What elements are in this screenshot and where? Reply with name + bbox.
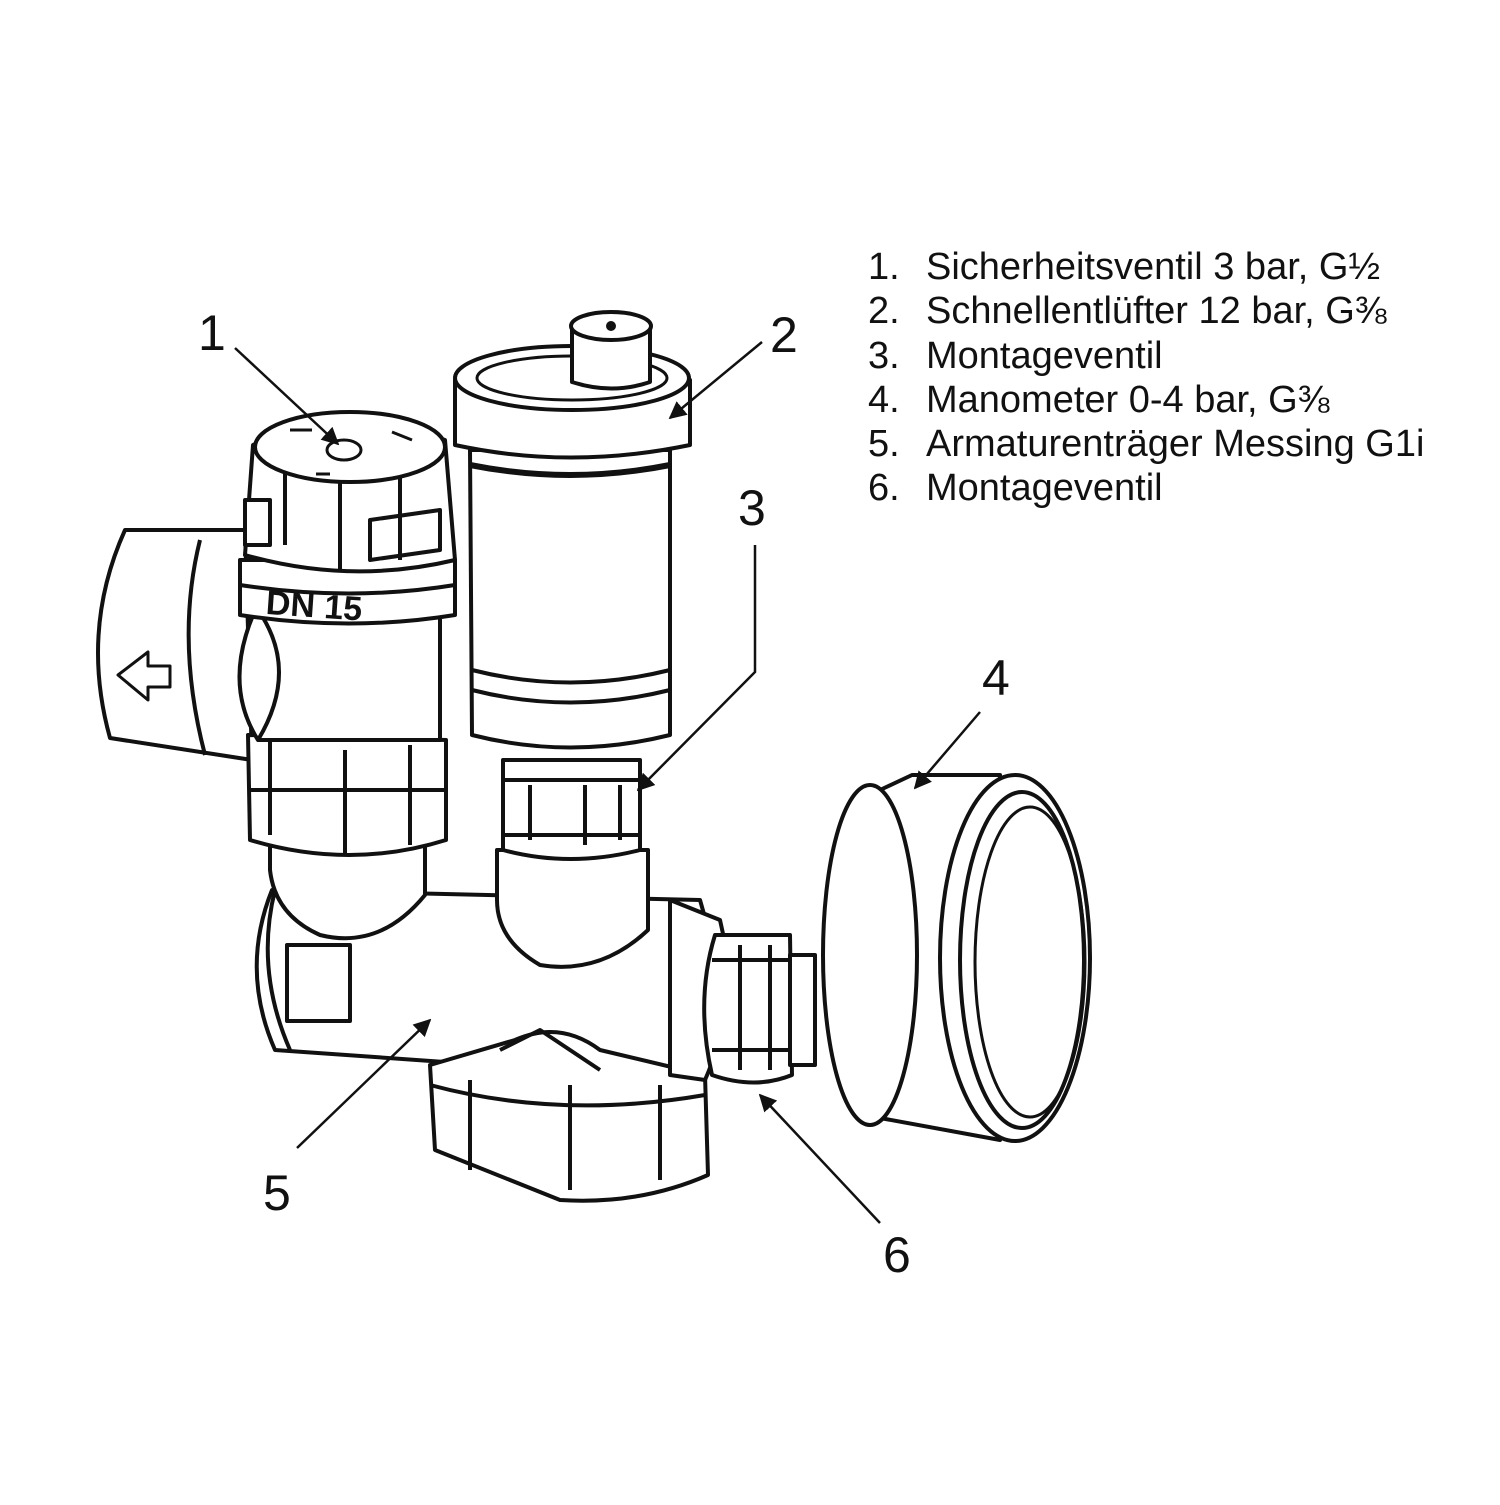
- callout-4: 4: [982, 650, 1010, 706]
- safety-valve: DN 15: [237, 410, 457, 941]
- callout-2: 2: [770, 307, 798, 363]
- legend-item: 1. Sicherheitsventil 3 bar, G½: [868, 245, 1488, 289]
- quick-air-vent: [453, 310, 692, 969]
- callout-1: 1: [198, 305, 226, 361]
- legend-number: 3.: [868, 334, 900, 377]
- legend-label: Manometer 0-4 bar, G⅜: [926, 378, 1330, 421]
- parts-legend: 1. Sicherheitsventil 3 bar, G½ 2. Schnel…: [868, 245, 1488, 511]
- inlet-socket: [96, 528, 254, 762]
- callout-3: 3: [738, 480, 766, 536]
- leader-lines: [234, 341, 981, 1224]
- legend-label: Schnellentlüfter 12 bar, G⅜: [926, 290, 1387, 333]
- legend-item: 4. Manometer 0-4 bar, G⅜: [868, 378, 1488, 422]
- legend-label: Montageventil: [926, 334, 1163, 377]
- legend-item: 5. Armaturenträger Messing G1i: [868, 422, 1488, 466]
- legend-item: 6. Montageventil: [868, 466, 1488, 510]
- legend-label: Sicherheitsventil 3 bar, G½: [926, 246, 1381, 288]
- callout-6: 6: [883, 1227, 911, 1283]
- nominal-size-stamp: DN 15: [265, 584, 364, 629]
- legend-item: 3. Montageventil: [868, 334, 1488, 378]
- mounting-valve-right: [668, 898, 817, 1085]
- legend-number: 5.: [868, 423, 900, 466]
- legend-number: 2.: [868, 290, 900, 333]
- callout-numbers: 1 2 3 4 5 6: [198, 305, 1010, 1283]
- callout-5: 5: [263, 1165, 291, 1221]
- legend-item: 2. Schnellentlüfter 12 bar, G⅜: [868, 289, 1488, 333]
- legend-number: 6.: [868, 467, 900, 510]
- pressure-gauge: [821, 773, 1092, 1143]
- legend-number: 1.: [868, 246, 900, 288]
- legend-number: 4.: [868, 378, 900, 421]
- legend-label: Armaturenträger Messing G1i: [926, 423, 1425, 466]
- legend-label: Montageventil: [926, 467, 1163, 510]
